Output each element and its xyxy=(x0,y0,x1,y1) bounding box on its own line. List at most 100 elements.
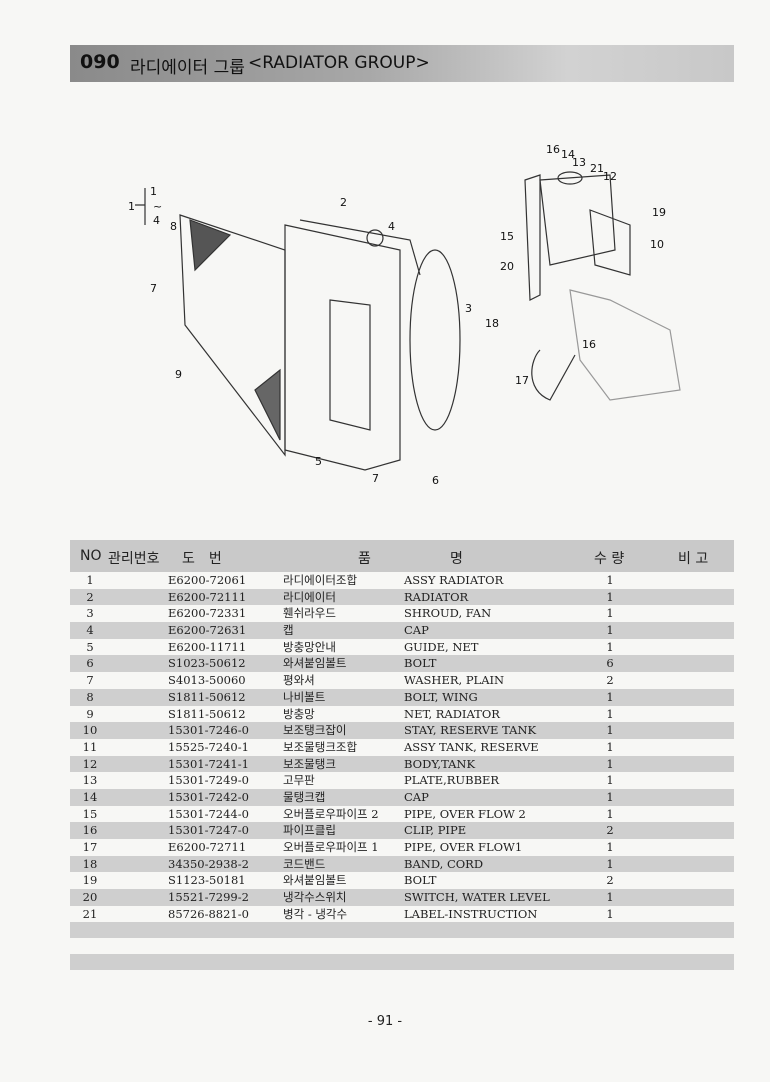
callout: 4 xyxy=(388,220,395,233)
part-name-en: ASSY TANK, RESERVE xyxy=(404,739,539,754)
net-frame-shape xyxy=(179,214,286,457)
callout: 15 xyxy=(500,230,514,243)
part-name-kr: 오버플로우파이프 1 xyxy=(283,840,379,854)
header-drawing-no: 도 번 xyxy=(182,551,222,567)
callout: 21 xyxy=(590,162,604,175)
callout: 16 xyxy=(582,338,596,351)
quantity: 2 xyxy=(606,823,614,838)
header-name-2: 명 xyxy=(450,551,463,567)
quantity: 1 xyxy=(606,689,614,704)
page-number: - 91 - xyxy=(367,1014,403,1029)
quantity: 1 xyxy=(606,589,614,604)
part-name-kr: 보조물탱크조합 xyxy=(283,739,358,754)
part-name-en: BOLT, WING xyxy=(404,689,478,704)
drawing-number: S1123-50181 xyxy=(168,873,246,888)
part-name-kr: 파이프클립 xyxy=(283,823,336,838)
drawing-number: S1023-50612 xyxy=(168,656,246,671)
section-title-en: <RADIATOR GROUP> xyxy=(248,53,430,73)
callout: 16 xyxy=(546,143,560,156)
quantity: 1 xyxy=(606,639,614,654)
quantity: 2 xyxy=(606,673,614,688)
part-name-en: NET, RADIATOR xyxy=(404,706,500,721)
empty-row xyxy=(70,954,734,971)
part-name-kr: 휀쉬라우드 xyxy=(283,606,336,621)
drawing-number: E6200-72631 xyxy=(168,623,247,638)
drawing-number: E6200-72111 xyxy=(168,589,247,604)
part-name-kr: 라디에이터조합 xyxy=(283,573,358,587)
section-number: 090 xyxy=(80,51,120,73)
drawing-number: E6200-72331 xyxy=(168,606,247,621)
drawing-number: E6200-11711 xyxy=(168,639,247,654)
part-name-kr: 보조탱크잡이 xyxy=(283,723,347,738)
quantity: 1 xyxy=(606,706,614,721)
row-no: 3 xyxy=(86,606,94,621)
part-name-kr: 오버플로우파이프 2 xyxy=(283,806,379,821)
part-name-kr: 캡 xyxy=(283,623,294,638)
callout: 9 xyxy=(175,368,182,381)
drawing-number: 15301-7242-0 xyxy=(168,789,249,804)
row-no: 17 xyxy=(82,840,98,854)
part-name-kr: 와셔붙임볼트 xyxy=(283,656,347,671)
row-no: 9 xyxy=(86,706,94,721)
row-no: 2 xyxy=(86,589,94,604)
drawing-number: 15301-7246-0 xyxy=(168,723,249,738)
part-name-kr: 물탱크캡 xyxy=(283,789,326,804)
row-no: 4 xyxy=(86,623,94,638)
part-name-en: LABEL-INSTRUCTION xyxy=(404,906,538,921)
header-remarks: 비 고 xyxy=(678,551,709,567)
part-name-en: STAY, RESERVE TANK xyxy=(404,723,537,738)
part-name-kr: 와셔붙임볼트 xyxy=(283,873,347,888)
row-no: 20 xyxy=(82,890,98,905)
section-title-bar: 090 라디에이터 그룹 <RADIATOR GROUP> xyxy=(70,45,734,82)
part-name-kr: 고무판 xyxy=(283,773,315,788)
header-no: NO xyxy=(80,548,102,564)
quantity: 1 xyxy=(606,573,614,587)
part-name-en: PLATE,RUBBER xyxy=(404,773,500,788)
callout: 14 xyxy=(561,148,575,161)
header-mgmt-no: 관리번호 xyxy=(108,551,160,567)
part-name-en: CLIP, PIPE xyxy=(404,823,467,838)
quantity: 1 xyxy=(606,789,614,804)
row-no: 10 xyxy=(82,723,98,738)
quantity: 1 xyxy=(606,773,614,788)
drawing-number: 15301-7244-0 xyxy=(168,806,249,821)
callout: 6 xyxy=(432,474,439,487)
part-name-en: BOLT xyxy=(404,873,437,888)
quantity: 6 xyxy=(606,656,614,671)
callout: 7 xyxy=(372,472,379,485)
part-name-en: GUIDE, NET xyxy=(404,639,479,654)
callout: 18 xyxy=(485,317,499,330)
row-no: 15 xyxy=(82,806,98,821)
quantity: 1 xyxy=(606,739,614,754)
drawing-number: 15301-7241-1 xyxy=(168,756,249,771)
part-name-kr: 방충망안내 xyxy=(283,639,336,654)
callout: 12 xyxy=(603,170,617,183)
exploded-parts-diagram: 1 1 ~ 4 8 7 2 4 3 9 5 7 6 16 14 13 21 12… xyxy=(128,143,681,487)
quantity: 1 xyxy=(606,906,614,921)
quantity: 1 xyxy=(606,856,614,871)
empty-row xyxy=(70,938,734,954)
row-no: 16 xyxy=(82,823,98,838)
quantity: 1 xyxy=(606,806,614,821)
part-name-en: RADIATOR xyxy=(404,589,469,604)
part-name-kr: 보조물탱크 xyxy=(283,756,336,771)
drawing-number: 15521-7299-2 xyxy=(168,890,249,905)
callout: 19 xyxy=(652,206,666,219)
callout: 4 xyxy=(153,214,160,227)
part-name-kr: 라디에이터 xyxy=(283,589,336,604)
drawing-number: S4013-50060 xyxy=(168,673,246,688)
callout: 13 xyxy=(572,156,586,169)
quantity: 1 xyxy=(606,623,614,638)
